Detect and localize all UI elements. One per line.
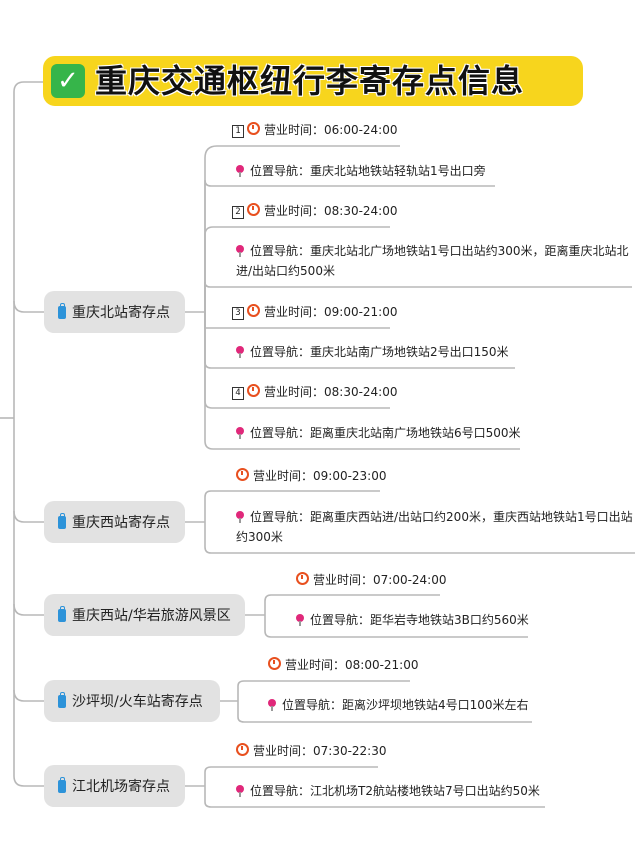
hours-text: 营业时间：07:00-24:00 [313,573,447,587]
luggage-icon [58,605,66,622]
title-banner: ✓ 重庆交通枢纽行李寄存点信息 [43,56,583,106]
alarm-clock-icon [268,657,281,670]
luggage-icon [58,512,66,529]
hours-item: 营业时间：07:00-24:00 [296,570,447,590]
node-chongqing-north: 重庆北站寄存点 [44,291,185,333]
location-text: 位置导航：重庆北站北广场地铁站1号口出站约300米，距离重庆北站北进/出站口约5… [236,244,629,278]
alarm-clock-icon [247,304,260,317]
hours-text: 营业时间：08:00-21:00 [285,658,419,672]
number-1-icon: 1 [232,125,244,138]
hours-item: 营业时间：09:00-23:00 [236,466,387,486]
location-item: 位置导航：距离重庆西站进/出站口约200米，重庆西站地铁站1号口出站约300米 [236,507,636,547]
node-label: 江北机场寄存点 [72,779,170,795]
pin-icon [236,785,244,797]
location-text: 位置导航：江北机场T2航站楼地铁站7号口出站约50米 [250,784,540,798]
node-huayan: 重庆西站/华岩旅游风景区 [44,594,245,636]
node-label: 重庆西站/华岩旅游风景区 [72,608,231,624]
location-text: 位置导航：距离重庆西站进/出站口约200米，重庆西站地铁站1号口出站约300米 [236,510,633,544]
alarm-clock-icon [247,122,260,135]
alarm-clock-icon [247,203,260,216]
node-chongqing-west: 重庆西站寄存点 [44,501,185,543]
hours-text: 营业时间：08:30-24:00 [264,385,398,399]
check-icon: ✓ [51,64,85,98]
hours-text: 营业时间：06:00-24:00 [264,123,398,137]
luggage-icon [58,776,66,793]
node-jiangbei-airport: 江北机场寄存点 [44,765,185,807]
pin-icon [236,511,244,523]
pin-icon [236,245,244,257]
location-item: 位置导航：重庆北站北广场地铁站1号口出站约300米，距离重庆北站北进/出站口约5… [236,241,632,281]
luggage-icon [58,302,66,319]
location-item: 位置导航：距离沙坪坝地铁站4号口100米左右 [268,695,529,715]
number-3-icon: 3 [232,307,244,320]
location-text: 位置导航：距华岩寺地铁站3B口约560米 [310,613,529,627]
location-text: 位置导航：距离重庆北站南广场地铁站6号口500米 [250,426,521,440]
hours-item: 1 营业时间：06:00-24:00 [232,120,398,140]
hours-item: 4 营业时间：08:30-24:00 [232,382,398,402]
location-item: 位置导航：重庆北站南广场地铁站2号出口150米 [236,342,509,362]
alarm-clock-icon [296,572,309,585]
luggage-icon [58,691,66,708]
hours-item: 营业时间：07:30-22:30 [236,741,387,761]
location-item: 位置导航：重庆北站地铁站轻轨站1号出口旁 [236,161,486,181]
location-text: 位置导航：重庆北站地铁站轻轨站1号出口旁 [250,164,486,178]
pin-icon [236,427,244,439]
hours-text: 营业时间：09:00-23:00 [253,469,387,483]
hours-item: 营业时间：08:00-21:00 [268,655,419,675]
number-2-icon: 2 [232,206,244,219]
page-title: 重庆交通枢纽行李寄存点信息 [95,62,525,100]
hours-text: 营业时间：07:30-22:30 [253,744,387,758]
pin-icon [268,699,276,711]
pin-icon [296,614,304,626]
location-item: 位置导航：距华岩寺地铁站3B口约560米 [296,610,529,630]
hours-text: 营业时间：09:00-21:00 [264,305,398,319]
node-label: 重庆北站寄存点 [72,305,170,321]
pin-icon [236,346,244,358]
location-text: 位置导航：重庆北站南广场地铁站2号出口150米 [250,345,509,359]
number-4-icon: 4 [232,387,244,400]
pin-icon [236,165,244,177]
location-text: 位置导航：距离沙坪坝地铁站4号口100米左右 [282,698,529,712]
hours-item: 3 营业时间：09:00-21:00 [232,302,398,322]
alarm-clock-icon [236,743,249,756]
node-label: 重庆西站寄存点 [72,515,170,531]
node-label: 沙坪坝/火车站寄存点 [72,694,203,710]
hours-text: 营业时间：08:30-24:00 [264,204,398,218]
alarm-clock-icon [247,384,260,397]
node-shapingba: 沙坪坝/火车站寄存点 [44,680,220,722]
alarm-clock-icon [236,468,249,481]
location-item: 位置导航：江北机场T2航站楼地铁站7号口出站约50米 [236,781,540,801]
location-item: 位置导航：距离重庆北站南广场地铁站6号口500米 [236,423,521,443]
hours-item: 2 营业时间：08:30-24:00 [232,201,398,221]
